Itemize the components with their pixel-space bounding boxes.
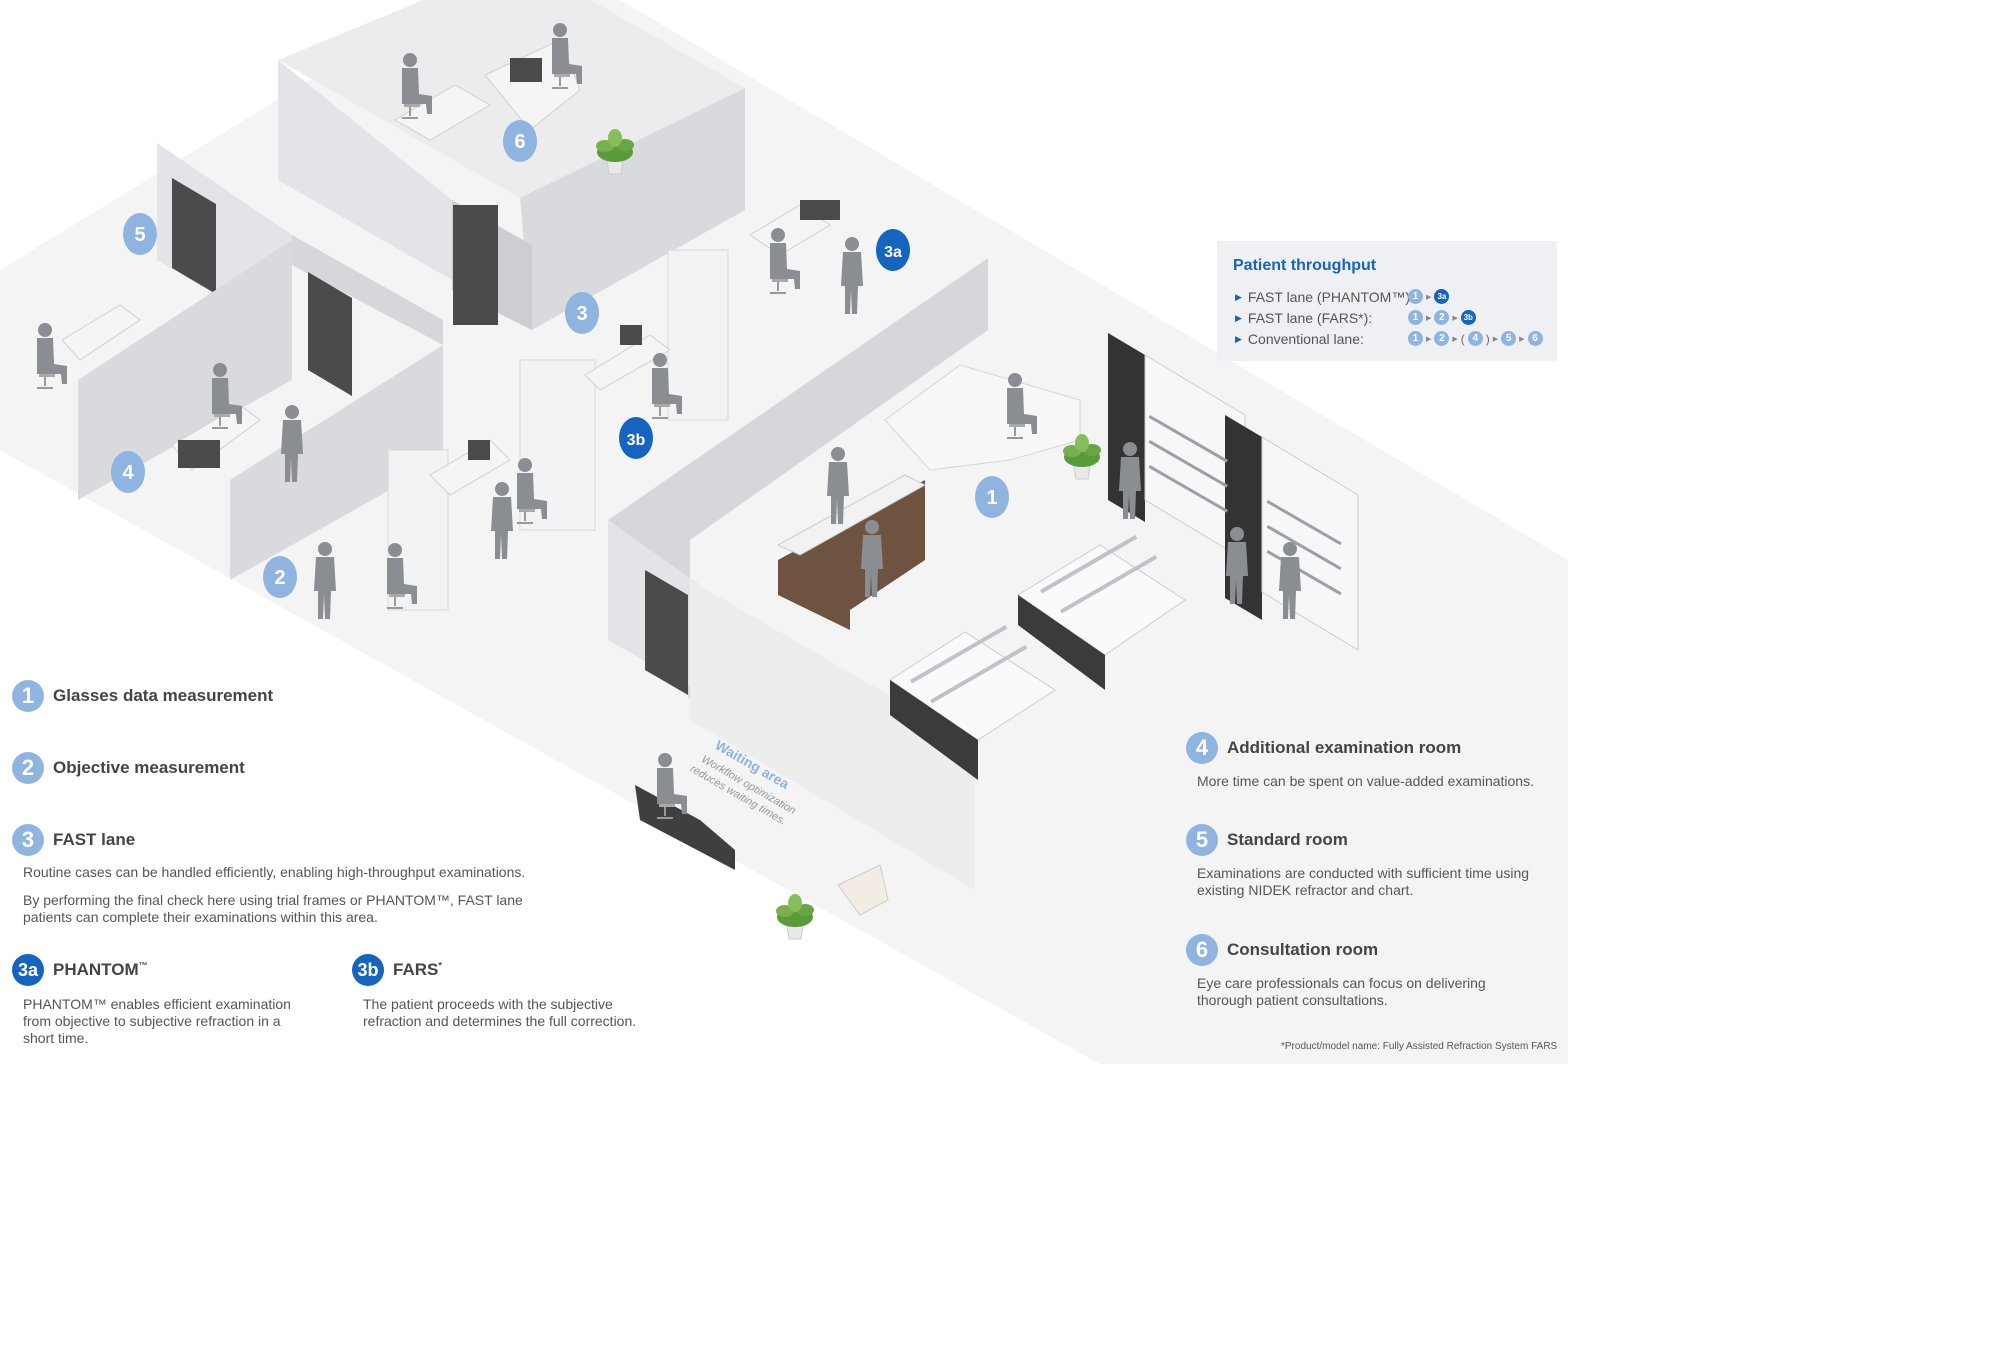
legend-desc: The patient proceeds with the subjective	[363, 996, 613, 1012]
throughput-row-label: FAST lane (FARS*):	[1247, 310, 1373, 326]
number-badge: 3a	[12, 954, 44, 986]
sequence-badge: 6	[1527, 331, 1543, 346]
throughput-sequence-phantom: 1▶3a	[1408, 289, 1450, 304]
legend-desc: Routine cases can be handled efficiently…	[23, 864, 526, 880]
legend-item-3a: 3a PHANTOM™ PHANTOM™ enables efficient e…	[12, 954, 291, 1047]
legend-desc: PHANTOM™ enables efficient examination	[23, 996, 291, 1012]
sequence-arrow-icon: ▶	[1452, 314, 1458, 322]
footnote: *Product/model name: Fully Assisted Refr…	[1281, 1041, 1558, 1052]
throughput-row-fars: ▶ FAST lane (FARS*):	[1235, 310, 1372, 326]
svg-text:3a: 3a	[884, 244, 902, 261]
map-badge-3: 3	[565, 292, 599, 334]
legend-desc: refraction and determines the full corre…	[363, 1013, 637, 1029]
legend-title: Standard room	[1227, 830, 1348, 849]
legend-desc: Eye care professionals can focus on deli…	[1197, 975, 1486, 991]
number-badge: 4	[1186, 732, 1218, 764]
sequence-badge: 1	[1408, 310, 1423, 325]
legend-desc: By performing the final check here using…	[23, 892, 523, 908]
sequence-arrow-icon: ▶	[1519, 335, 1525, 343]
triangle-arrow-icon: ▶	[1235, 333, 1242, 344]
sequence-arrow-icon: ▶	[1426, 293, 1432, 301]
sequence-badge: 2	[1434, 310, 1450, 325]
map-badge-5: 5	[123, 213, 157, 255]
legend-desc: existing NIDEK refractor and chart.	[1197, 882, 1414, 898]
legend-desc: short time.	[23, 1030, 89, 1046]
legend-title: FAST lane	[53, 830, 136, 849]
number-badge: 3	[12, 824, 44, 856]
legend-desc: from objective to subjective refraction …	[23, 1013, 281, 1029]
map-badge-2: 2	[263, 556, 297, 598]
map-badge-6: 6	[503, 120, 537, 162]
triangle-arrow-icon: ▶	[1235, 312, 1242, 323]
throughput-row-conventional: ▶ Conventional lane:	[1235, 331, 1364, 347]
svg-text:4: 4	[122, 462, 134, 484]
sequence-badge: 3b	[1460, 310, 1476, 325]
patient-throughput-title: Patient throughput	[1233, 257, 1377, 274]
legend-item-4: 4 Additional examination room More time …	[1186, 732, 1534, 790]
legend-item-5: 5 Standard room Examinations are conduct…	[1186, 824, 1529, 899]
throughput-sequence-fars: 1▶2▶3b	[1408, 310, 1476, 325]
triangle-arrow-icon: ▶	[1235, 291, 1242, 302]
throughput-row-label: FAST lane (PHANTOM™):	[1247, 289, 1414, 305]
patient-throughput-panel: Patient throughput ▶ FAST lane (PHANTOM™…	[1217, 241, 1557, 361]
svg-text:1: 1	[986, 487, 997, 509]
number-badge: 1	[12, 680, 44, 712]
number-badge: 5	[1186, 824, 1218, 856]
number-badge: 2	[12, 752, 44, 784]
svg-text:6: 6	[514, 131, 525, 153]
map-badge-1: 1	[975, 476, 1009, 518]
legend-item-6: 6 Consultation room Eye care professiona…	[1186, 934, 1486, 1009]
legend-desc: More time can be spent on value-added ex…	[1197, 773, 1534, 789]
sequence-arrow-icon: ▶	[1426, 335, 1432, 343]
legend-item-1: 1 Glasses data measurement	[12, 680, 273, 712]
sequence-arrow-icon: ▶	[1426, 314, 1432, 322]
legend-item-3b: 3b FARS* The patient proceeds with the s…	[352, 954, 636, 1030]
legend-title: PHANTOM™	[53, 960, 148, 979]
sequence-paren: (	[1460, 331, 1465, 346]
sequence-badge: 1	[1408, 331, 1423, 346]
sequence-badge: 3a	[1434, 289, 1450, 304]
map-badge-4: 4	[111, 451, 145, 493]
throughput-row-label: Conventional lane:	[1247, 331, 1364, 347]
throughput-sequence-conventional: 1▶2▶(4)▶5▶6	[1408, 331, 1543, 346]
map-badge-3a: 3a	[876, 229, 910, 271]
sequence-badge: 4	[1467, 331, 1483, 346]
legend-title: Consultation room	[1227, 940, 1379, 959]
svg-text:3b: 3b	[627, 432, 646, 449]
number-badge: 3b	[352, 954, 384, 986]
sequence-paren: )	[1485, 331, 1490, 346]
clinic-floor-plan: Waiting area Workflow optimization reduc…	[0, 0, 1568, 1064]
legend-desc: patients can complete their examinations…	[23, 909, 378, 925]
legend-title: Objective measurement	[53, 758, 245, 777]
throughput-row-phantom: ▶ FAST lane (PHANTOM™):	[1235, 289, 1414, 305]
sequence-badge: 2	[1434, 331, 1450, 346]
sequence-arrow-icon: ▶	[1452, 335, 1458, 343]
sequence-badge: 5	[1501, 331, 1517, 346]
sequence-arrow-icon: ▶	[1492, 335, 1499, 343]
svg-text:2: 2	[274, 567, 285, 589]
legend-title: Additional examination room	[1227, 738, 1462, 757]
svg-text:5: 5	[134, 224, 145, 246]
svg-text:3: 3	[576, 303, 587, 325]
number-badge: 6	[1186, 934, 1218, 966]
legend-item-3: 3 FAST lane Routine cases can be handled…	[12, 824, 525, 926]
sequence-badge: 1	[1408, 289, 1423, 304]
legend-desc: Examinations are conducted with sufficie…	[1197, 865, 1530, 881]
map-badge-3b: 3b	[619, 417, 653, 459]
legend-title: Glasses data measurement	[53, 686, 274, 705]
legend-title: FARS*	[393, 960, 442, 979]
legend-desc: thorough patient consultations.	[1197, 992, 1388, 1008]
legend-item-2: 2 Objective measurement	[12, 752, 245, 784]
